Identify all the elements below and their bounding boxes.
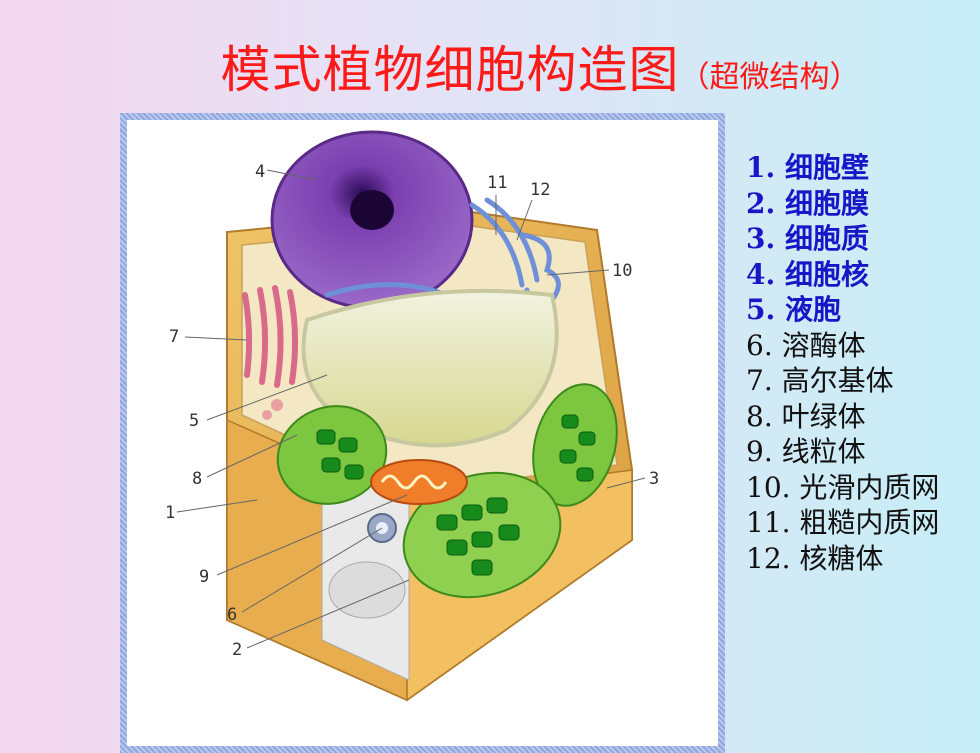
legend-item-cell-membrane: 2. 细胞膜 (746, 186, 869, 220)
diagram-label-5: 5 (189, 411, 199, 431)
title-subtitle: （超微结构） (679, 60, 860, 95)
legend-item-lysosome: 6. 溶酶体 (746, 328, 866, 362)
legend-item-nucleus: 4. 细胞核 (746, 257, 869, 291)
diagram-label-2: 2 (232, 640, 242, 660)
diagram-label-6: 6 (227, 605, 237, 625)
legend-item-rough-er: 11. 粗糙内质网 (746, 506, 940, 539)
nucleus (270, 130, 474, 310)
diagram-canvas: 4 11 12 10 7 5 8 3 1 9 6 2 (127, 120, 718, 746)
title-main: 模式植物细胞构造图 (220, 41, 680, 99)
golgi-apparatus (242, 285, 299, 420)
diagram-frame: 4 11 12 10 7 5 8 3 1 9 6 2 (120, 113, 725, 753)
diagram-label-8: 8 (192, 469, 202, 489)
mitochondrion (370, 459, 468, 505)
plant-cell-illustration: 4 11 12 10 7 5 8 3 1 9 6 2 (165, 130, 659, 702)
legend-item-golgi: 7. 高尔基体 (746, 364, 894, 397)
diagram-label-3: 3 (649, 469, 659, 489)
legend-list: 1. 细胞壁 2. 细胞膜 3. 细胞质 4. 细胞核 5. 液胞 6. 溶酶体… (746, 150, 939, 576)
legend-item-chloroplast: 8. 叶绿体 (746, 399, 866, 433)
legend-item-smooth-er: 10. 光滑内质网 (746, 470, 940, 504)
diagram-label-11: 11 (487, 173, 507, 193)
legend-item-vacuole: 5. 液胞 (746, 293, 841, 326)
diagram-number-labels: 4 11 12 10 7 5 8 3 1 9 6 2 (165, 162, 659, 660)
legend-item-cell-wall: 1. 细胞壁 (746, 151, 869, 184)
leader-lines (176, 169, 646, 649)
diagram-label-12: 12 (530, 180, 550, 200)
legend-item-ribosome: 12. 核糖体 (746, 541, 884, 575)
diagram-label-4: 4 (255, 162, 265, 182)
diagram-label-10: 10 (612, 261, 632, 281)
diagram-label-7: 7 (169, 327, 179, 347)
legend-item-cytoplasm: 3. 细胞质 (746, 222, 869, 255)
legend-item-mitochondrion: 9. 线粒体 (746, 435, 866, 468)
diagram-label-9: 9 (199, 567, 209, 587)
slide-title: 模式植物细胞构造图（超微结构） (0, 30, 980, 102)
chloroplasts (276, 383, 618, 599)
diagram-label-1: 1 (165, 503, 175, 523)
